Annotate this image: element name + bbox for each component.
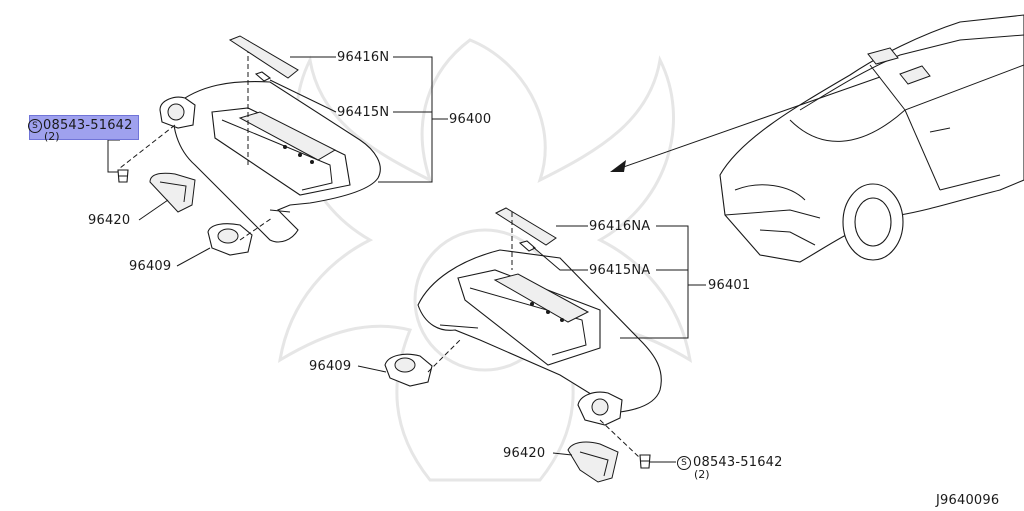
highlight-box — [29, 115, 139, 140]
part-number-08543-51642-right[interactable]: 08543-51642 — [693, 455, 783, 470]
qty-left: (2) — [44, 130, 60, 143]
diagram-id: J9640096 — [936, 493, 1000, 508]
qty-right: (2) — [694, 468, 710, 481]
part-label-96401[interactable]: 96401 — [708, 278, 751, 293]
part-label-96420-right[interactable]: 96420 — [503, 446, 546, 461]
right-visor-assembly — [357, 207, 706, 483]
part-label-96409-right[interactable]: 96409 — [309, 359, 352, 374]
part-label-96416NA[interactable]: 96416NA — [589, 219, 651, 234]
left-visor-assembly — [107, 35, 448, 267]
part-label-96409-left[interactable]: 96409 — [129, 259, 172, 274]
car-illustration — [719, 14, 1024, 263]
part-label-96415N[interactable]: 96415N — [337, 105, 390, 120]
part-label-96415NA[interactable]: 96415NA — [589, 263, 651, 278]
pointer-arrow — [610, 76, 881, 172]
part-number-08543-51642-left[interactable]: 08543-51642 — [43, 118, 133, 133]
part-label-96420-left[interactable]: 96420 — [88, 213, 131, 228]
s-symbol-left: S — [28, 119, 42, 133]
s-symbol-right: S — [677, 456, 691, 470]
part-label-96400[interactable]: 96400 — [449, 112, 492, 127]
part-label-96416N[interactable]: 96416N — [337, 50, 390, 65]
